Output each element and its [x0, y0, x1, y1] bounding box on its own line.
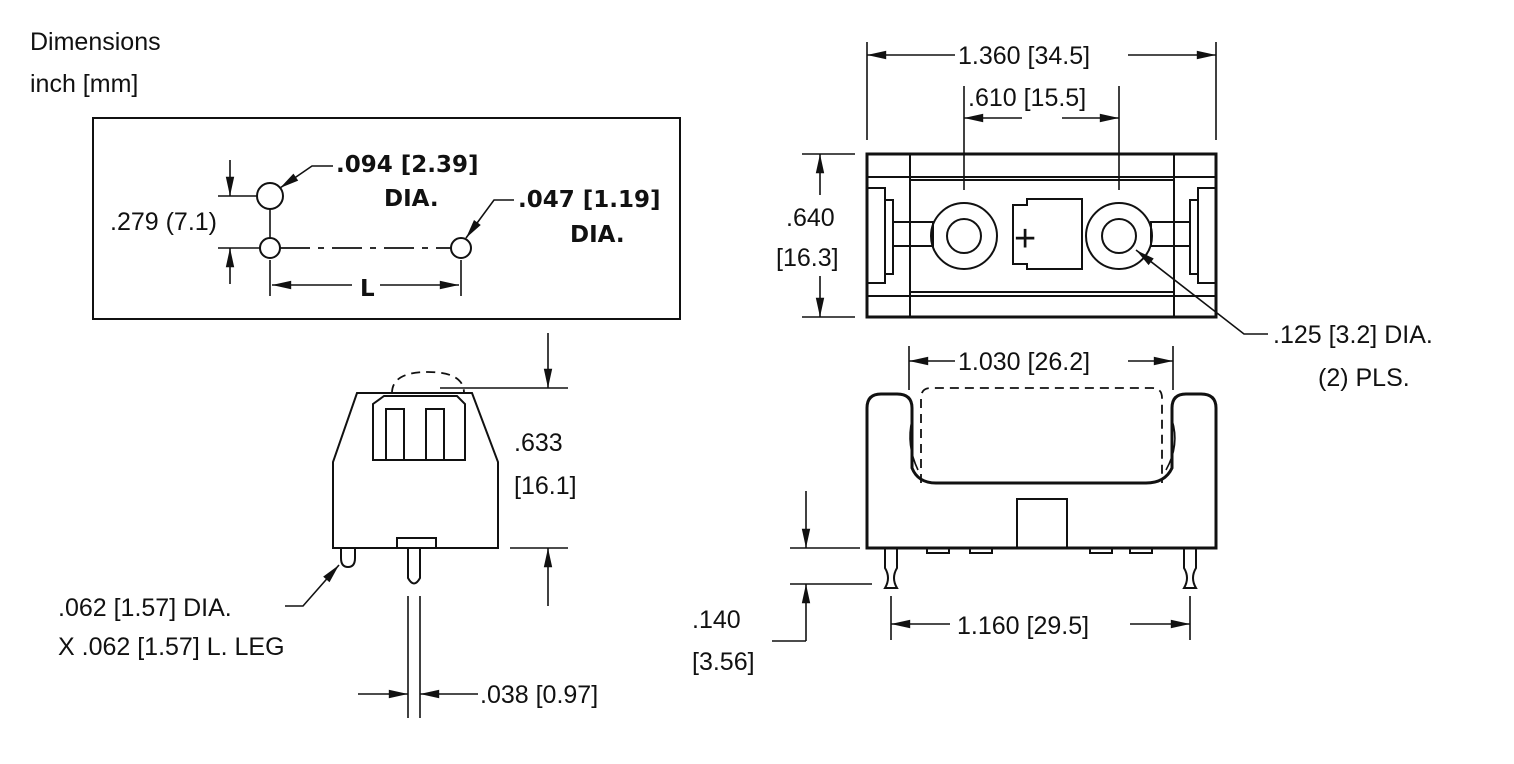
hole-spacing-label: .610 [15.5]: [968, 84, 1086, 112]
small-hole-right: [450, 237, 472, 259]
height-mm-label: [16.1]: [514, 472, 577, 500]
top-view: + 1.360 [34.5] .610 [15.5] .640 [16.3] .…: [776, 42, 1433, 392]
large-hole-dia-label: .094 [2.39]: [336, 152, 479, 178]
front-view: 1.030 [26.2] 1.160 [29.5] .140 [3.56]: [692, 346, 1218, 676]
front-pin-left: [883, 548, 899, 589]
spacing-label: L: [360, 276, 375, 302]
battery-dashed-outline: [920, 387, 1163, 483]
legend-units: inch [mm]: [30, 70, 138, 98]
mounting-hole-left: [946, 218, 982, 254]
pin-width-label: .038 [0.97]: [480, 681, 598, 709]
hole-dia-line2: (2) PLS.: [1318, 364, 1410, 392]
top-view-body: [865, 152, 1218, 319]
large-hole: [256, 182, 284, 210]
center-boss: [1016, 498, 1068, 549]
side-view-body: [332, 392, 499, 549]
pcb-layout-frame: [92, 117, 681, 320]
solder-pin: [407, 548, 421, 585]
small-hole-dia-suffix: DIA.: [570, 222, 625, 248]
pcb-layout-view: .279 (7.1) L .094 [2.39] DIA. .047 [1.19…: [92, 117, 681, 320]
front-view-body: [865, 392, 1218, 550]
large-hole-dia-suffix: DIA.: [384, 186, 439, 212]
depth-inch-label: .640: [786, 204, 835, 232]
contact-boss-left: [930, 202, 998, 270]
leg-dimension-line2: X .062 [1.57] L. LEG: [58, 633, 285, 661]
polarity-window: [1012, 198, 1083, 270]
pin-spacing-label: 1.160 [29.5]: [957, 612, 1089, 640]
locating-leg: [340, 548, 356, 569]
small-hole-dia-label: .047 [1.19]: [518, 187, 661, 213]
battery-outline: [391, 371, 465, 394]
pin-length-inch-label: .140: [692, 606, 741, 634]
side-view: .633 [16.1] .062 [1.57] DIA. X .062 [1.5…: [58, 333, 598, 718]
units-legend: Dimensions inch [mm]: [30, 28, 161, 98]
front-pin-right: [1182, 548, 1198, 589]
small-hole-left: [259, 237, 281, 259]
plus-icon: +: [1014, 218, 1036, 260]
legend-title: Dimensions: [30, 28, 161, 56]
contact-boss-right: [1085, 202, 1153, 270]
hole-dia-line1: .125 [3.2] DIA.: [1273, 321, 1433, 349]
leg-dimension-line1: .062 [1.57] DIA.: [58, 594, 232, 622]
vertical-dimension-label: .279 (7.1): [110, 208, 217, 236]
pin-length-mm-label: [3.56]: [692, 648, 755, 676]
inner-width-label: 1.030 [26.2]: [958, 348, 1090, 376]
overall-width-label: 1.360 [34.5]: [958, 42, 1090, 70]
height-inch-label: .633: [514, 429, 563, 457]
depth-mm-label: [16.3]: [776, 244, 839, 272]
mounting-hole-right: [1101, 218, 1137, 254]
